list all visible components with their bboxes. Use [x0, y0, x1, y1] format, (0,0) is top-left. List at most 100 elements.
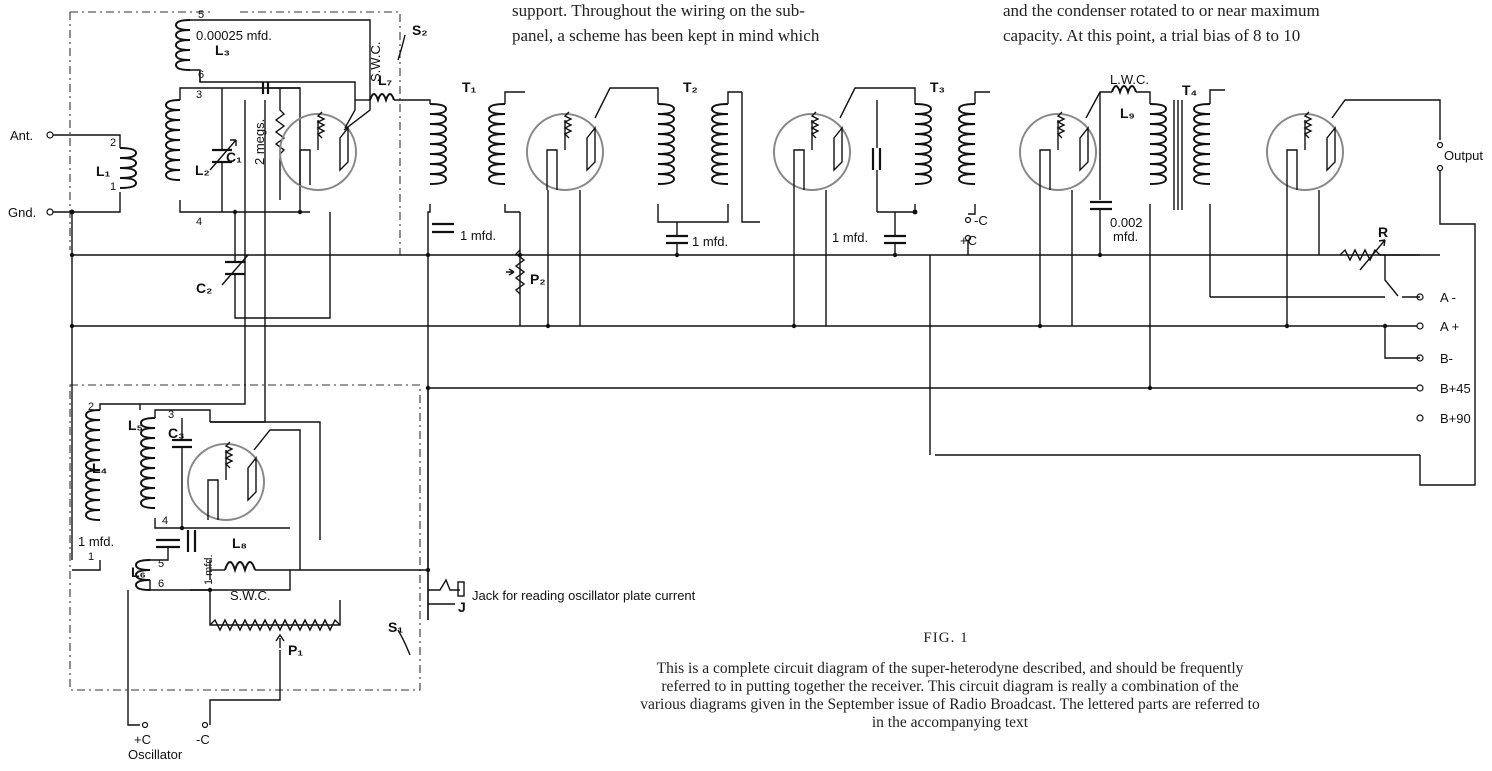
oscillator-tube — [187, 441, 265, 521]
osc-plus-c-terminal[interactable] — [141, 721, 149, 729]
antenna-terminal[interactable] — [46, 131, 54, 139]
transformer-t3-primary — [914, 103, 933, 185]
upper-shield-box — [69, 11, 401, 255]
label-c2: C₂ — [196, 280, 212, 296]
grid-leak-resistor — [274, 88, 286, 200]
oscillator-jack[interactable] — [428, 578, 460, 591]
transformer-t4-secondary — [1192, 103, 1211, 185]
pin-5-l6: 5 — [158, 558, 164, 570]
lower-shield-box — [69, 384, 421, 691]
pin-5-l3: 5 — [198, 9, 204, 21]
label-2-megs: 2 megs. — [252, 119, 267, 165]
label-a-minus: A - — [1440, 290, 1456, 305]
pin-6-l3: 6 — [198, 69, 204, 81]
transformer-t1-primary — [429, 103, 448, 185]
label-jack-text: Jack for reading oscillator plate curren… — [472, 588, 696, 603]
coil-l9 — [1111, 85, 1137, 96]
coil-l8 — [224, 561, 256, 574]
label-lwc: L.W.C. — [1110, 72, 1149, 87]
coil-l6 — [134, 559, 151, 591]
label-1mfd-d: 1 mfd. — [78, 534, 114, 549]
coil-l5 — [139, 417, 156, 509]
label-l8: L₈ — [232, 535, 247, 551]
label-t1: T₁ — [462, 79, 477, 95]
label-l2: L₂ — [195, 162, 210, 178]
transformer-t4-core — [1173, 100, 1183, 210]
label-output: Output — [1444, 148, 1483, 163]
label-t3: T₃ — [930, 79, 945, 95]
capacitor-1mfd-b — [666, 234, 688, 245]
label-b-minus: B- — [1440, 351, 1453, 366]
label-l1: L₁ — [96, 163, 111, 179]
capacitor-1mfd-d — [156, 538, 180, 549]
pin-4-l2: 4 — [196, 216, 202, 228]
label-r: R — [1378, 224, 1388, 240]
potentiometer-p1 — [209, 618, 341, 632]
s1-arrow — [397, 629, 411, 656]
transformer-t3-secondary — [957, 103, 976, 185]
label-t2: T₂ — [683, 79, 698, 95]
label-plus-c: +C — [960, 233, 977, 248]
pin-1-l1: 1 — [110, 181, 116, 193]
label-s1: S₁ — [388, 619, 403, 635]
label-1mfd-c: 1 mfd. — [832, 230, 868, 245]
capacitor-1mfd-a — [432, 222, 454, 234]
label-l9: L₉ — [1120, 105, 1135, 121]
c1-arrow — [209, 139, 237, 171]
pin-1-l4: 1 — [88, 551, 94, 563]
label-p2: P₂ — [530, 271, 546, 287]
osc-minus-c-terminal[interactable] — [201, 721, 209, 729]
detector-tube — [279, 111, 357, 191]
label-l4: L₄ — [92, 460, 107, 476]
coil-l3 — [174, 19, 191, 71]
header-text-left-1: support. Throughout the wiring on the su… — [512, 1, 805, 20]
if-tube-1 — [526, 111, 604, 191]
capacitor-t3-tune — [871, 148, 882, 170]
jack-body — [457, 581, 465, 597]
label-1mfd-a: 1 mfd. — [460, 228, 496, 243]
label-l5: L₅ — [128, 417, 143, 433]
coil-l4 — [84, 409, 101, 521]
label-p1: P₁ — [288, 642, 303, 658]
header-text-right-2: capacity. At this point, a trial bias of… — [1003, 26, 1300, 45]
label-osc-plus-c: +C — [134, 732, 151, 747]
label-j: J — [458, 599, 466, 615]
label-l7: L₇ — [378, 72, 392, 88]
coil-l2 — [164, 99, 181, 181]
coil-l7 — [369, 93, 395, 104]
pin-2-l4: 2 — [88, 401, 94, 413]
label-b-90: B+90 — [1440, 411, 1471, 426]
capacitor-0002 — [1090, 200, 1112, 211]
label-c1: C₁ — [226, 149, 242, 165]
if-tube-2 — [773, 111, 851, 191]
label-oscillator: Oscillator — [128, 747, 183, 762]
capacitor-c3 — [172, 438, 192, 449]
label-l6: L₆ — [131, 564, 146, 580]
label-gnd: Gnd. — [8, 205, 36, 220]
label-a-plus: A + — [1440, 319, 1459, 334]
label-mfd-00025: 0.00025 mfd. — [196, 28, 272, 43]
transformer-t2-primary — [657, 103, 676, 185]
pin-4-l5: 4 — [162, 515, 168, 527]
transformer-t2-secondary — [710, 103, 729, 185]
label-minus-c: -C — [974, 213, 988, 228]
output-terminal-2[interactable] — [1436, 164, 1444, 172]
label-0002-unit: mfd. — [1113, 229, 1138, 244]
pin-3-l5: 3 — [168, 409, 174, 421]
pin-2-l1: 2 — [110, 137, 116, 149]
label-c3: C₃ — [168, 425, 185, 441]
capacitor-1mfd-c — [884, 234, 906, 245]
pin-3-l2: 3 — [196, 89, 202, 101]
label-l3: L₃ — [215, 42, 230, 58]
header-text-left-2: panel, a scheme has been kept in mind wh… — [512, 26, 820, 45]
label-swc-top: S.W.C. — [368, 42, 383, 82]
junction-dots — [69, 209, 1388, 593]
output-terminal-1[interactable] — [1436, 141, 1444, 149]
label-1mfd-e: 1 mfd. — [203, 554, 215, 585]
label-osc-minus-c: -C — [196, 732, 210, 747]
label-1mfd-b: 1 mfd. — [692, 234, 728, 249]
transformer-t1-secondary — [487, 103, 506, 185]
ground-terminal[interactable] — [46, 208, 54, 216]
pin-6-l6: 6 — [158, 578, 164, 590]
